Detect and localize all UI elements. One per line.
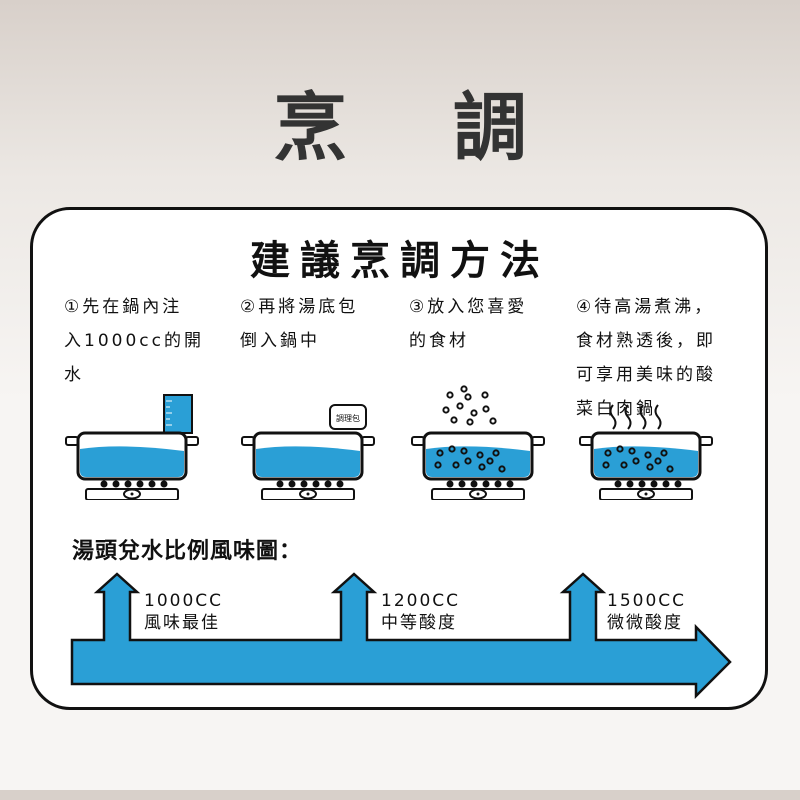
step-1: ①先在鍋內注入1000cc的開水 (64, 290, 239, 392)
pot-with-measuring-cup-icon (65, 394, 199, 500)
ratio-taste: 風味最佳 (144, 613, 220, 633)
step-line: ①先在鍋內注 (64, 297, 183, 317)
flame-icon (276, 480, 284, 488)
flame-icon (614, 480, 622, 488)
flame-icon (626, 480, 634, 488)
ratio-amount: 1500CC (607, 591, 687, 611)
ratio-amount: 1200CC (381, 591, 461, 611)
ratio-taste: 中等酸度 (381, 613, 457, 633)
flame-icon (494, 480, 502, 488)
flame-icon (638, 480, 646, 488)
step-line: 可享用美味的酸 (576, 365, 716, 385)
flame-icon (470, 480, 478, 488)
pot-steaming-icon (579, 404, 713, 500)
flame-icon (136, 480, 144, 488)
ratio-amount: 1000CC (144, 591, 224, 611)
flame-icon (312, 480, 320, 488)
ingredient-icon (481, 391, 489, 399)
flame-icon (288, 480, 296, 488)
ingredient-icon (456, 402, 464, 410)
flame-icon (336, 480, 344, 488)
ingredient-icon (470, 409, 478, 417)
flame-icon (662, 480, 670, 488)
pot-with-packet-icon: 調理包 (241, 404, 375, 500)
ingredient-icon (466, 418, 474, 426)
step-3: ③放入您喜愛的食材 (409, 290, 584, 358)
flame-icon (160, 480, 168, 488)
flame-icon (506, 480, 514, 488)
pot-icon (579, 431, 713, 500)
ingredient-icon (489, 417, 497, 425)
pot-icon (65, 431, 199, 500)
flame-icon (100, 480, 108, 488)
flame-icon (650, 480, 658, 488)
step-4: ④待高湯煮沸， 食材熟透後，即可享用美味的酸菜白肉鍋 (576, 290, 751, 426)
pot-icon (241, 431, 375, 500)
ingredient-icon (446, 391, 454, 399)
step-line: ②再將湯底包 (240, 297, 359, 317)
section-title: 湯頭兌水比例風味圖： (72, 539, 303, 564)
ingredient-icon (464, 393, 472, 401)
packet-label: 調理包 (336, 413, 360, 423)
ingredient-icon (450, 416, 458, 424)
step-line: 食材熟透後，即 (576, 331, 716, 351)
page-title: 烹 調 (273, 85, 567, 171)
flame-icon (124, 480, 132, 488)
pot-icon (411, 431, 545, 500)
flame-icon (324, 480, 332, 488)
step-line: 入1000cc的開 (64, 331, 204, 351)
flame-icon (148, 480, 156, 488)
flame-icon (458, 480, 466, 488)
step-line: ④待高湯煮沸， (576, 297, 715, 317)
ingredient-icon (460, 385, 468, 393)
ingredient-icon (482, 405, 490, 413)
ingredient-icon (442, 406, 450, 414)
flame-icon (112, 480, 120, 488)
flame-icon (482, 480, 490, 488)
pot-with-ingredients-icon (411, 385, 545, 500)
panel-title: 建議烹調方法 (250, 237, 550, 284)
step-line: 倒入鍋中 (240, 331, 320, 351)
step-line: 的食材 (409, 331, 469, 351)
flame-icon (446, 480, 454, 488)
ratio-taste: 微微酸度 (607, 613, 683, 633)
step-2: ②再將湯底包倒入鍋中 (240, 290, 415, 358)
step-line: 菜白肉鍋 (576, 399, 656, 419)
flame-icon (674, 480, 682, 488)
step-line: ③放入您喜愛 (409, 297, 528, 317)
flame-icon (300, 480, 308, 488)
step-line: 水 (64, 365, 84, 385)
